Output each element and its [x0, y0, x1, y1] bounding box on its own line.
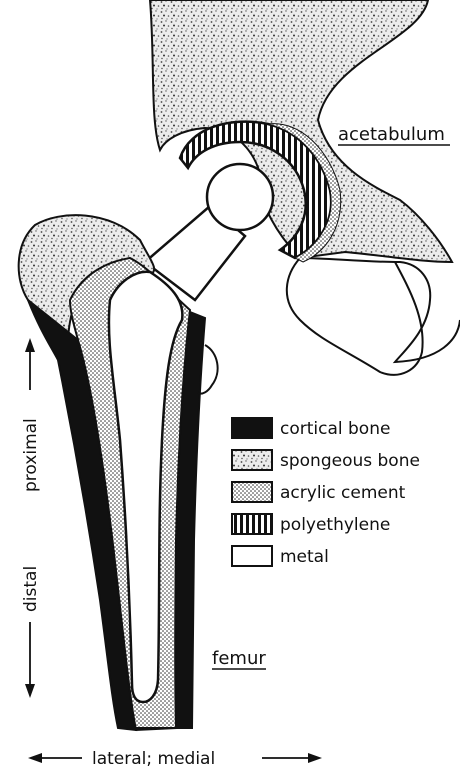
label-acetabulum: acetabulum: [338, 124, 445, 145]
prosthesis-head-neck: [145, 164, 273, 300]
label-proximal: proximal: [21, 418, 41, 492]
legend-item-metal: metal: [232, 546, 329, 567]
label-distal: distal: [21, 566, 41, 612]
label-femur: femur: [212, 648, 266, 669]
legend-item-poly: polyethylene: [232, 514, 390, 535]
legend-label-spongeous: spongeous bone: [280, 451, 420, 471]
legend-swatch-metal: [232, 546, 272, 566]
legend-swatch-cortical: [232, 418, 272, 438]
legend-label-cement: acrylic cement: [280, 483, 406, 503]
label-lateral-medial: lateral; medial: [92, 749, 215, 769]
legend-item-cortical: cortical bone: [232, 418, 390, 439]
arrow-left-icon: [28, 753, 42, 763]
pelvis-outline: [300, 258, 460, 362]
legend-item-spongeous: spongeous bone: [232, 450, 420, 471]
obturator-outline: [287, 258, 423, 375]
legend-label-poly: polyethylene: [280, 515, 390, 535]
arrow-right-icon: [308, 753, 322, 763]
legend-swatch-spongeous: [232, 450, 272, 470]
legend-swatch-poly: [232, 514, 272, 534]
legend-label-metal: metal: [280, 547, 329, 567]
axis-proximal-distal: proximal distal: [21, 338, 41, 698]
arrow-up-icon: [25, 338, 35, 352]
legend-swatch-cement: [232, 482, 272, 502]
arrow-down-icon: [25, 684, 35, 698]
prosthesis-head: [207, 164, 273, 230]
legend-label-cortical: cortical bone: [280, 419, 390, 439]
legend: cortical bone spongeous bone acrylic cem…: [232, 418, 420, 567]
axis-lateral-medial: lateral; medial: [28, 749, 322, 769]
legend-item-cement: acrylic cement: [232, 482, 406, 503]
